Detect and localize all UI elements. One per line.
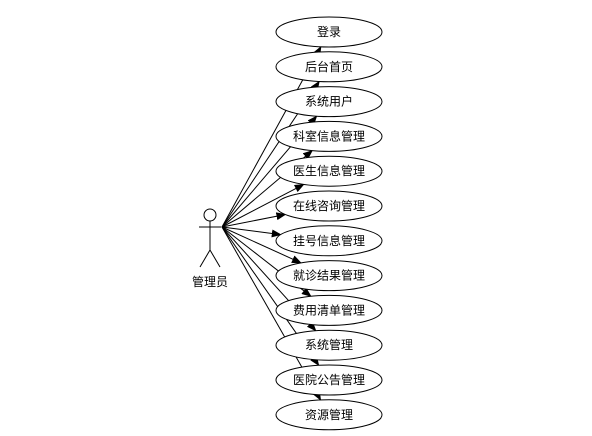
use-case-ellipse (275, 364, 383, 396)
use-case-online-consult-mgmt[interactable]: 在线咨询管理 (275, 190, 383, 222)
use-case-label: 医生信息管理 (293, 163, 365, 178)
use-case-ellipse (275, 190, 383, 222)
use-case-system-users[interactable]: 系统用户 (275, 86, 383, 118)
use-case-ellipse (275, 260, 383, 292)
use-case-hospital-notice-mgmt[interactable]: 医院公告管理 (275, 364, 383, 396)
use-case-ellipse (275, 294, 383, 326)
use-case-admin-home[interactable]: 后台首页 (275, 51, 383, 83)
use-case-ellipse (275, 16, 383, 48)
actor-right-leg (209, 249, 221, 268)
use-case-department-mgmt[interactable]: 科室信息管理 (275, 120, 383, 152)
actor-admin[interactable]: 管理员 (192, 208, 228, 289)
association-diagnosis-result-mgmt (221, 226, 302, 264)
use-case-label: 登录 (317, 24, 341, 39)
use-case-ellipse (275, 120, 383, 152)
association-doctor-mgmt (221, 183, 305, 228)
use-case-fee-list-mgmt[interactable]: 费用清单管理 (275, 294, 383, 326)
use-cases: 登录后台首页系统用户科室信息管理医生信息管理在线咨询管理挂号信息管理就诊结果管理… (275, 16, 383, 431)
use-case-login[interactable]: 登录 (275, 16, 383, 48)
use-case-label: 系统管理 (305, 337, 353, 352)
use-case-label: 费用清单管理 (293, 302, 365, 317)
use-case-label: 医院公告管理 (293, 372, 365, 387)
use-case-ellipse (275, 225, 383, 257)
use-case-label: 挂号信息管理 (293, 233, 365, 248)
actor-head (203, 208, 217, 222)
use-case-diagnosis-result-mgmt[interactable]: 就诊结果管理 (275, 260, 383, 292)
use-case-ellipse (275, 329, 383, 361)
actor-left-leg (199, 249, 211, 268)
use-case-label: 资源管理 (305, 407, 353, 422)
use-case-label: 后台首页 (305, 59, 353, 74)
association-online-consult-mgmt (221, 212, 287, 228)
use-case-ellipse (275, 51, 383, 83)
use-case-system-mgmt[interactable]: 系统管理 (275, 329, 383, 361)
use-case-label: 系统用户 (305, 94, 353, 109)
association-registration-mgmt (221, 226, 282, 238)
actor-label: 管理员 (192, 274, 228, 289)
use-case-label: 科室信息管理 (293, 128, 365, 143)
use-case-label: 在线咨询管理 (293, 198, 365, 213)
use-case-label: 就诊结果管理 (293, 268, 365, 283)
use-case-ellipse (275, 155, 383, 187)
use-case-registration-mgmt[interactable]: 挂号信息管理 (275, 225, 383, 257)
use-case-ellipse (275, 399, 383, 431)
use-case-doctor-mgmt[interactable]: 医生信息管理 (275, 155, 383, 187)
use-case-ellipse (275, 86, 383, 118)
use-case-resource-mgmt[interactable]: 资源管理 (275, 399, 383, 431)
